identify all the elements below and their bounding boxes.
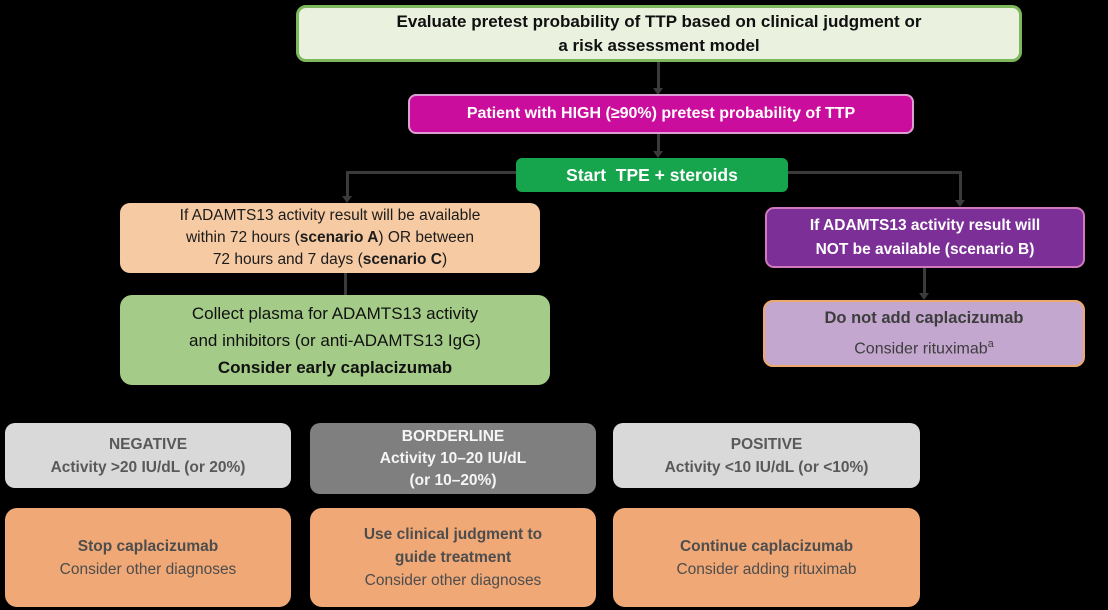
scenario-ac-box: If ADAMTS13 activity result will be avai…: [120, 203, 540, 273]
arrowhead-down-icon: [919, 293, 929, 300]
negative-subtitle: Activity >20 IU/dL (or 20%): [50, 458, 246, 476]
do-not-add-line1: Do not add caplacizumab: [824, 308, 1024, 327]
judgment-line2: guide treatment: [394, 549, 512, 566]
borderline-line3: (or 10–20%): [409, 471, 497, 489]
arrowhead-down-icon: [653, 151, 663, 158]
scenario-ac-line3: 72 hours and 7 days (scenario C): [213, 249, 447, 271]
scenario-ac-line2-pre: within 72 hours (: [185, 229, 300, 246]
borderline-result-box: BORDERLINE Activity 10–20 IU/dL (or 10–2…: [310, 423, 596, 494]
collect-plasma-line3: Consider early caplacizumab: [217, 357, 453, 377]
connector-start-to-scenario-b: [959, 171, 962, 201]
high-probability-box: Patient with HIGH (≥90%) pretest probabi…: [408, 94, 914, 134]
scenario-b-line1: If ADAMTS13 activity result will: [809, 216, 1041, 234]
positive-title: POSITIVE: [730, 435, 803, 453]
negative-title: NEGATIVE: [108, 435, 188, 453]
connector-evaluate-to-highprob: [657, 62, 660, 89]
arrowhead-down-icon: [653, 88, 663, 95]
scenario-ac-line3-post: ): [442, 251, 448, 268]
scenario-ac-line2-post: ) OR between: [378, 229, 475, 246]
borderline-title: BORDERLINE: [401, 427, 505, 445]
do-not-add-caplacizumab-box: Do not add caplacizumab Consider rituxim…: [763, 300, 1085, 367]
start-tpe-steroids-box: Start TPE + steroids: [516, 158, 788, 192]
scenario-ac-line2: within 72 hours (scenario A) OR between: [186, 227, 474, 249]
do-not-add-line2-text: Consider rituximab: [854, 340, 988, 358]
positive-subtitle: Activity <10 IU/dL (or <10%): [664, 458, 869, 476]
continue-caplacizumab-box: Continue caplacizumab Consider adding ri…: [613, 508, 920, 607]
collect-plasma-box: Collect plasma for ADAMTS13 activity and…: [120, 295, 550, 385]
continue-line2: Consider adding rituximab: [676, 560, 857, 578]
connector-scenario-b-to-donotadd: [923, 268, 926, 295]
connector-highprob-to-start: [657, 134, 660, 152]
stop-caplacizumab-box: Stop caplacizumab Consider other diagnos…: [5, 508, 291, 607]
scenario-ac-line3-pre: 72 hours and 7 days (: [212, 251, 363, 268]
connector-start-left-horizontal: [346, 171, 516, 174]
footnote-marker: a: [987, 337, 994, 350]
high-probability-text: Patient with HIGH (≥90%) pretest probabi…: [466, 105, 856, 122]
connector-start-to-scenario-ac: [346, 171, 349, 197]
scenario-b-box: If ADAMTS13 activity result will NOT be …: [765, 207, 1085, 268]
arrowhead-down-icon: [955, 200, 965, 207]
clinical-judgment-box: Use clinical judgment to guide treatment…: [310, 508, 596, 607]
connector-scenario-ac-to-collect: [344, 273, 347, 295]
evaluate-line2: a risk assessment model: [558, 35, 760, 55]
evaluate-line1: Evaluate pretest probability of TTP base…: [396, 11, 922, 31]
scenario-ac-line1: If ADAMTS13 activity result will be avai…: [179, 207, 481, 224]
negative-result-box: NEGATIVE Activity >20 IU/dL (or 20%): [5, 423, 291, 488]
stop-line2: Consider other diagnoses: [59, 560, 237, 578]
do-not-add-line2: Consider rituximaba: [854, 331, 994, 362]
judgment-line1: Use clinical judgment to: [363, 526, 543, 543]
scenario-ac-line3-bold: scenario C: [362, 251, 443, 268]
collect-plasma-line1: Collect plasma for ADAMTS13 activity: [191, 303, 479, 323]
judgment-line3: Consider other diagnoses: [364, 572, 542, 589]
positive-result-box: POSITIVE Activity <10 IU/dL (or <10%): [613, 423, 920, 488]
stop-line1: Stop caplacizumab: [77, 537, 219, 555]
evaluate-pretest-box: Evaluate pretest probability of TTP base…: [296, 5, 1022, 62]
start-tpe-text: Start TPE + steroids: [566, 164, 738, 185]
arrowhead-down-icon: [342, 196, 352, 203]
borderline-line2: Activity 10–20 IU/dL: [379, 449, 527, 467]
scenario-b-line2: NOT be available (scenario B): [815, 240, 1035, 258]
connector-start-right-horizontal: [788, 171, 962, 174]
continue-line1: Continue caplacizumab: [679, 537, 854, 555]
collect-plasma-line2: and inhibitors (or anti-ADAMTS13 IgG): [189, 330, 481, 350]
scenario-ac-line2-bold: scenario A: [299, 229, 379, 246]
